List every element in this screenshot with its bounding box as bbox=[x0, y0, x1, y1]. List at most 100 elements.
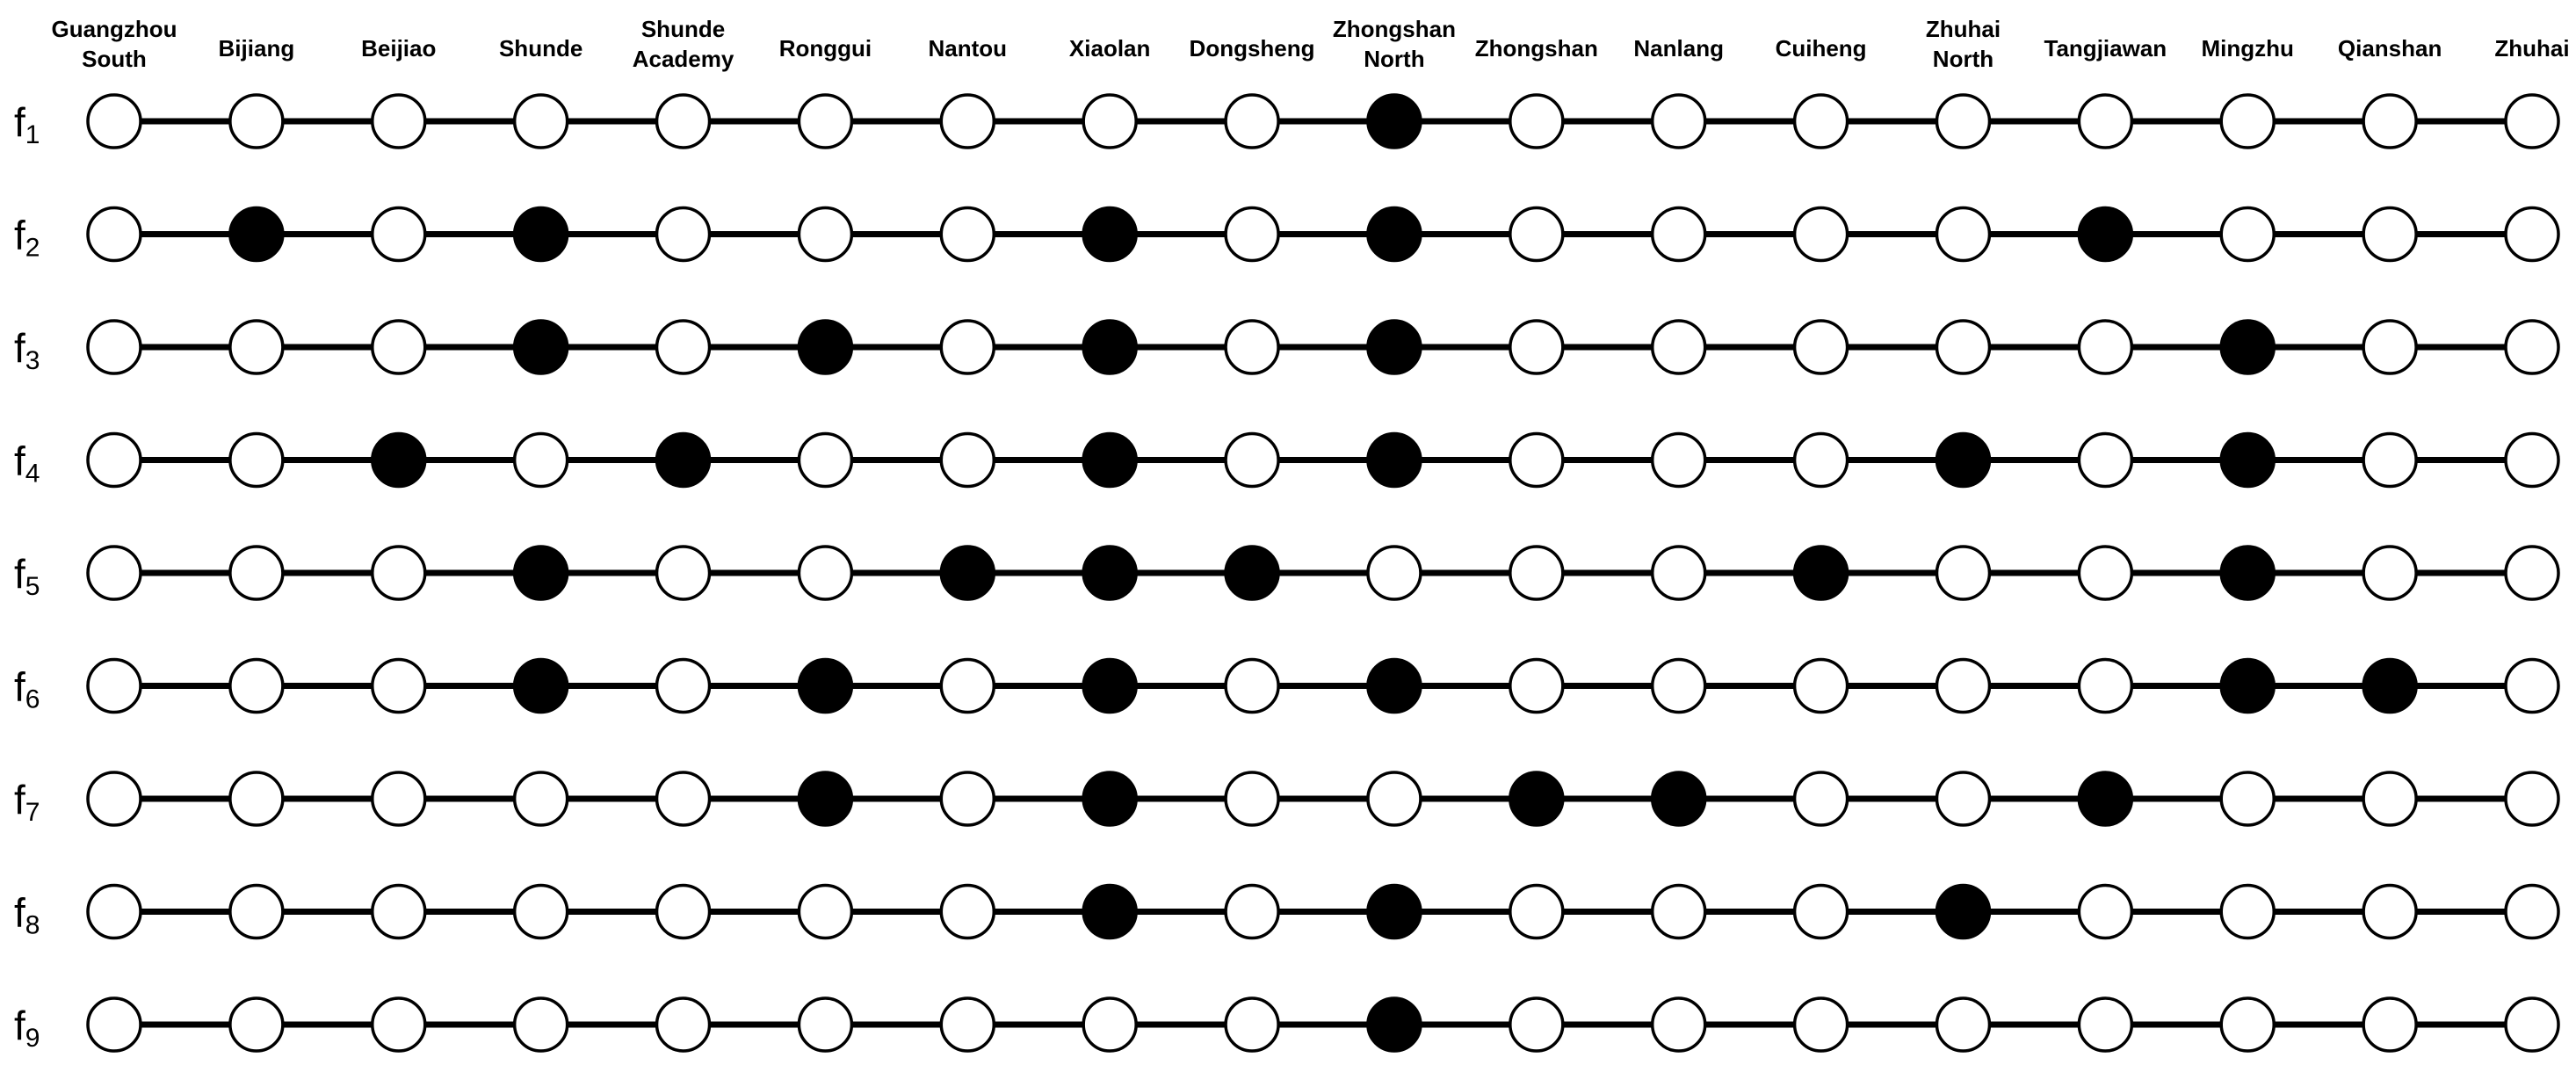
station-label-line: Mingzhu bbox=[2202, 35, 2294, 62]
station-label-line: Zhongshan bbox=[1333, 16, 1456, 42]
stop-node-zhongshan-north bbox=[1366, 996, 1422, 1053]
pass-node-zhuhai bbox=[2504, 771, 2560, 827]
pass-node-qianshan bbox=[2362, 319, 2418, 375]
station-label-line: Shunde bbox=[641, 16, 725, 42]
pass-node-cuiheng bbox=[1792, 431, 1849, 489]
pass-node-shunde bbox=[512, 93, 569, 149]
pass-node-beijiao bbox=[371, 545, 427, 601]
pass-node-tangjiawan bbox=[2077, 883, 2134, 940]
pass-node-qianshan bbox=[2362, 545, 2418, 601]
pass-node-guangzhou-south bbox=[86, 996, 142, 1053]
pass-node-dongsheng bbox=[1224, 657, 1280, 714]
pass-node-zhuhai-north bbox=[1935, 771, 1992, 827]
pass-node-qianshan bbox=[2362, 771, 2418, 827]
train-label: f3 bbox=[14, 325, 40, 375]
pass-node-bijiang bbox=[228, 883, 285, 940]
station-label-nantou: Nantou bbox=[929, 35, 1008, 62]
train-label-index: 9 bbox=[25, 1024, 40, 1053]
pass-node-dongsheng bbox=[1224, 206, 1280, 263]
pass-node-guangzhou-south bbox=[86, 431, 142, 489]
train-label-letter: f bbox=[14, 551, 25, 597]
pass-node-qianshan bbox=[2362, 431, 2418, 489]
train-row-f4: f4 bbox=[14, 431, 2560, 489]
train-label-index: 5 bbox=[25, 572, 40, 601]
pass-node-zhongshan bbox=[1509, 431, 1565, 489]
train-row-f9: f9 bbox=[14, 996, 2560, 1053]
pass-node-zhongshan bbox=[1509, 996, 1565, 1053]
pass-node-dongsheng bbox=[1224, 93, 1280, 149]
pass-node-shunde bbox=[512, 996, 569, 1053]
pass-node-beijiao bbox=[371, 996, 427, 1053]
pass-node-mingzhu bbox=[2219, 206, 2276, 263]
station-label-xiaolan: Xiaolan bbox=[1069, 35, 1150, 62]
stop-node-ronggui bbox=[797, 657, 854, 714]
pass-node-nanlang bbox=[1650, 545, 1707, 601]
pass-node-cuiheng bbox=[1792, 319, 1849, 375]
pass-node-tangjiawan bbox=[2077, 431, 2134, 489]
pass-node-zhuhai-north bbox=[1935, 657, 1992, 714]
pass-node-guangzhou-south bbox=[86, 657, 142, 714]
station-label-line: Nantou bbox=[929, 35, 1008, 62]
pass-node-cuiheng bbox=[1792, 771, 1849, 827]
station-label-zhuhai: Zhuhai bbox=[2494, 35, 2569, 62]
station-label-line: Beijiao bbox=[361, 35, 436, 62]
pass-node-cuiheng bbox=[1792, 883, 1849, 940]
pass-node-nantou bbox=[939, 657, 996, 714]
pass-node-cuiheng bbox=[1792, 996, 1849, 1053]
train-label-letter: f bbox=[14, 664, 25, 710]
station-label-ronggui: Ronggui bbox=[779, 35, 872, 62]
pass-node-zhongshan-north bbox=[1366, 545, 1422, 601]
pass-node-zhuhai-north bbox=[1935, 206, 1992, 263]
pass-node-shunde-academy bbox=[655, 206, 712, 263]
train-label: f2 bbox=[14, 213, 40, 263]
train-label: f6 bbox=[14, 664, 40, 714]
stop-node-qianshan bbox=[2362, 657, 2418, 714]
train-label: f1 bbox=[14, 99, 40, 149]
pass-node-mingzhu bbox=[2219, 996, 2276, 1053]
stop-node-mingzhu bbox=[2219, 545, 2276, 601]
train-label: f8 bbox=[14, 890, 40, 940]
train-label: f9 bbox=[14, 1003, 40, 1053]
pass-node-zhuhai-north bbox=[1935, 93, 1992, 149]
pass-node-zhuhai bbox=[2504, 545, 2560, 601]
station-label-line: Zhuhai bbox=[2494, 35, 2569, 62]
train-row-f1: f1 bbox=[14, 93, 2560, 149]
train-label-letter: f bbox=[14, 213, 25, 258]
stop-node-xiaolan bbox=[1082, 319, 1138, 375]
pass-node-guangzhou-south bbox=[86, 93, 142, 149]
pass-node-bijiang bbox=[228, 545, 285, 601]
pass-node-nantou bbox=[939, 319, 996, 375]
pass-node-bijiang bbox=[228, 771, 285, 827]
stop-node-xiaolan bbox=[1082, 545, 1138, 601]
pass-node-dongsheng bbox=[1224, 771, 1280, 827]
station-label-line: South bbox=[82, 46, 147, 72]
pass-node-ronggui bbox=[797, 206, 854, 263]
pass-node-zhuhai bbox=[2504, 431, 2560, 489]
pass-node-tangjiawan bbox=[2077, 996, 2134, 1053]
stop-node-zhongshan-north bbox=[1366, 319, 1422, 375]
station-label-beijiao: Beijiao bbox=[361, 35, 436, 62]
station-label-line: Shunde bbox=[499, 35, 582, 62]
stop-node-mingzhu bbox=[2219, 657, 2276, 714]
train-label: f5 bbox=[14, 551, 40, 601]
pass-node-beijiao bbox=[371, 657, 427, 714]
pass-node-zhongshan-north bbox=[1366, 771, 1422, 827]
stop-node-xiaolan bbox=[1082, 206, 1138, 263]
pass-node-nanlang bbox=[1650, 883, 1707, 940]
train-label-letter: f bbox=[14, 325, 25, 371]
station-label-line: Xiaolan bbox=[1069, 35, 1150, 62]
pass-node-zhongshan bbox=[1509, 545, 1565, 601]
stop-node-xiaolan bbox=[1082, 431, 1138, 489]
pass-node-zhongshan bbox=[1509, 883, 1565, 940]
stop-node-beijiao bbox=[371, 431, 427, 489]
pass-node-nantou bbox=[939, 771, 996, 827]
station-label-line: Nanlang bbox=[1633, 35, 1724, 62]
station-label-bijiang: Bijiang bbox=[219, 35, 295, 62]
train-label-letter: f bbox=[14, 438, 25, 484]
pass-node-beijiao bbox=[371, 771, 427, 827]
